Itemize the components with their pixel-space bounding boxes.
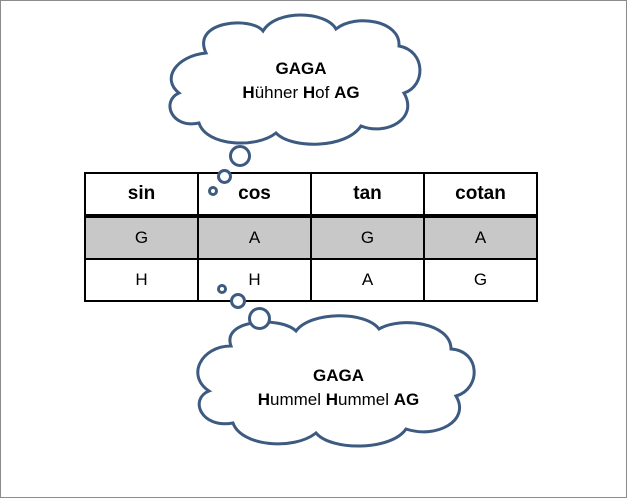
cloud-top-title: GAGA [275,59,327,78]
header-cotan: cotan [423,172,538,218]
table-cell: H [84,258,199,302]
table-cell: G [310,215,425,260]
cloud-bottom-segment: ummel [270,390,326,409]
cloud-bottom-line: Hummel Hummel AG [231,388,446,412]
cloud-bottom-title: GAGA [313,366,364,385]
table-cell: A [197,215,312,260]
cloud-bottom-text: GAGA Hummel Hummel AG [231,364,446,412]
table-row: H H A G [84,258,538,302]
cloud-top-text: GAGA Hühner Hof AG [211,57,391,105]
table-cell: A [423,215,538,260]
cloud-bottom-segment: H [325,390,339,409]
cloud-bottom-segment: H [257,390,271,409]
thought-bubble-medium [217,169,232,184]
cloud-top-segment: of [315,83,335,102]
thought-bubble-large [229,145,251,167]
header-sin: sin [84,172,199,218]
table-cell: G [84,215,199,260]
table-cell: H [197,258,312,302]
header-cos: cos [197,172,312,218]
header-tan: tan [310,172,425,218]
trig-table: sin cos tan cotan G A G A H H A G [84,172,538,302]
thought-bubble-medium [230,293,246,309]
table-cell: A [310,258,425,302]
thought-bubble-small [217,284,227,294]
table-row: G A G A [84,215,538,260]
cloud-bottom-segment: ummel [338,390,394,409]
cloud-top-segment: H [242,83,255,102]
cloud-top-segment: AG [334,83,360,102]
thought-bubble-small [208,186,218,196]
cloud-bottom-segment: AG [393,390,420,409]
table-header-row: sin cos tan cotan [84,172,538,218]
cloud-top-segment: H [302,83,316,102]
table-cell: G [423,258,538,302]
cloud-top-segment: ühner [254,83,303,102]
thought-bubble-large [248,307,271,330]
cloud-top-line: Hühner Hof AG [211,81,391,105]
